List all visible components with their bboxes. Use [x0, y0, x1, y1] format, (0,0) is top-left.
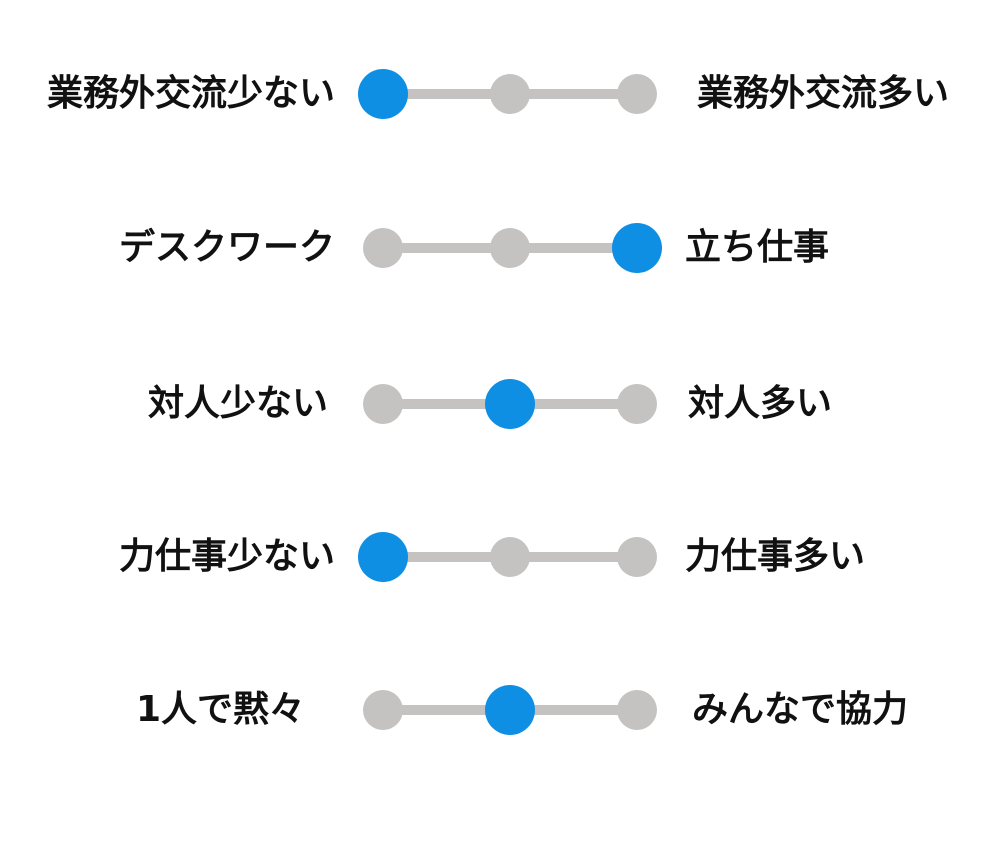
scale-option-3[interactable]	[617, 384, 657, 424]
scale-right-label: みんなで協力	[692, 689, 909, 730]
scale-option-3[interactable]	[617, 690, 657, 730]
scale-option-1[interactable]	[363, 228, 403, 268]
scale-option-1[interactable]	[363, 690, 403, 730]
scale-option-1[interactable]	[363, 384, 403, 424]
scale-option-2[interactable]	[485, 379, 535, 429]
scale-left-label: 力仕事少ない	[118, 536, 335, 577]
scale-option-3[interactable]	[617, 537, 657, 577]
scale-option-2[interactable]	[485, 685, 535, 735]
scale-right-label: 力仕事多い	[685, 536, 866, 577]
scale-row: 力仕事少ない 力仕事多い	[0, 527, 1000, 587]
scale-row: 1人で黙々 みんなで協力	[0, 680, 1000, 740]
scale-row: デスクワーク 立ち仕事	[0, 218, 1000, 278]
scale-option-2[interactable]	[490, 537, 530, 577]
scale-right-label: 立ち仕事	[685, 227, 830, 268]
scale-left-label: 業務外交流少ない	[46, 73, 335, 114]
scale-left-label: 1人で黙々	[135, 689, 305, 730]
scale-option-3[interactable]	[612, 223, 662, 273]
scale-left-label: デスクワーク	[118, 227, 335, 268]
scale-right-label: 対人多い	[688, 383, 833, 424]
scale-option-2[interactable]	[490, 74, 530, 114]
scale-option-1[interactable]	[358, 532, 408, 582]
scale-option-1[interactable]	[358, 69, 408, 119]
scale-row: 対人少ない 対人多い	[0, 374, 1000, 434]
scale-left-label: 対人少ない	[147, 383, 328, 424]
scale-right-label: 業務外交流多い	[697, 73, 950, 114]
scale-option-3[interactable]	[617, 74, 657, 114]
scale-row: 業務外交流少ない 業務外交流多い	[0, 64, 1000, 124]
scale-option-2[interactable]	[490, 228, 530, 268]
